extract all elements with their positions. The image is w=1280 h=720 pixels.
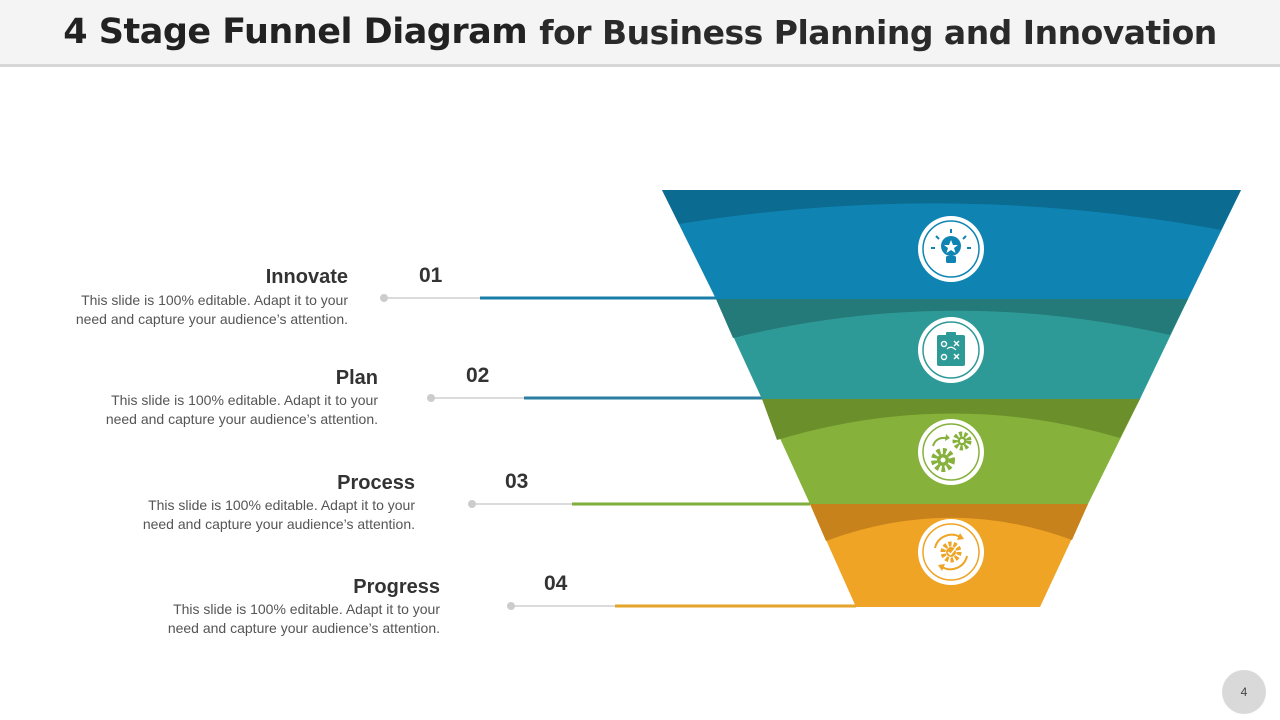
connectors [380,294,856,610]
page-number-badge: 4 [1222,670,1266,714]
connector-dot-3 [468,500,476,508]
stage-description-4: This slide is 100% editable. Adapt it to… [167,601,440,636]
gears-icon [918,419,984,485]
stage-label-innovate: Innovate [265,266,348,288]
stage-description-3: This slide is 100% editable. Adapt it to… [142,497,415,532]
stage-number-4: 04 [544,572,568,595]
slide-title: 4 Stage Funnel Diagram for Business Plan… [0,0,1280,67]
title-rest: for Business Planning and Innovation [539,12,1217,52]
strategy-board-icon [918,317,984,383]
gear-cycle-icon [918,519,984,585]
lightbulb-star-icon [918,216,984,282]
title-strong: 4 Stage Funnel Diagram [63,12,528,52]
stage-label-progress: Progress [353,576,440,598]
stage-description-2: This slide is 100% editable. Adapt it to… [105,392,378,427]
stage-label-plan: Plan [335,367,378,389]
stage-number-3: 03 [505,470,529,493]
stage-number-2: 02 [466,364,490,387]
stage-label-process: Process [337,472,415,494]
connector-dot-2 [427,394,435,402]
connector-dot-4 [507,602,515,610]
connector-dot-1 [380,294,388,302]
stage-description-1: This slide is 100% editable. Adapt it to… [75,292,348,327]
stage-number-1: 01 [419,264,443,287]
